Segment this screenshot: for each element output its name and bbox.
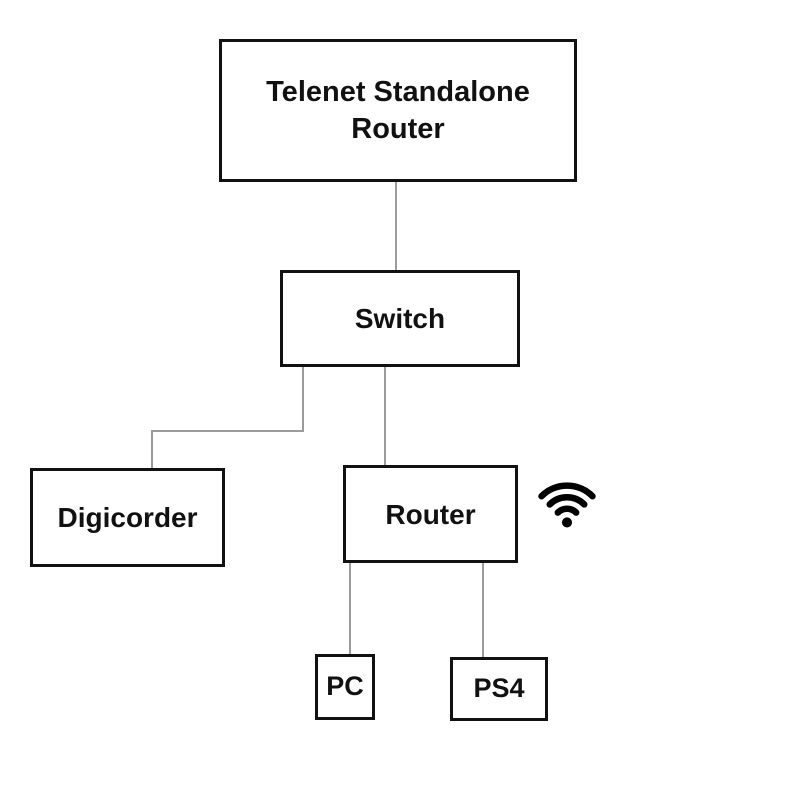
node-ps4: PS4 [450,657,548,721]
node-label: Telenet Standalone Router [266,76,530,145]
node-telenet-standalone-router: Telenet Standalone Router [219,39,577,182]
node-label: Digicorder [57,502,198,533]
node-pc: PC [315,654,375,720]
node-label: PC [326,671,364,702]
node-label: Switch [354,303,446,334]
edge-router-to-ps4 [482,563,484,657]
edge-router-to-pc [349,563,351,654]
wifi-icon [538,482,596,528]
node-label: Router [385,498,476,530]
node-router: Router [343,465,518,563]
edge-switch-to-digicorder-segment-1 [302,367,304,432]
node-label: PS4 [473,673,525,704]
edge-telenet-to-switch [395,182,397,270]
edge-switch-to-router [384,367,386,465]
node-digicorder: Digicorder [30,468,225,567]
node-switch: Switch [280,270,520,367]
edge-switch-to-digicorder-segment-2 [151,430,304,432]
edge-switch-to-digicorder-segment-3 [151,430,153,468]
